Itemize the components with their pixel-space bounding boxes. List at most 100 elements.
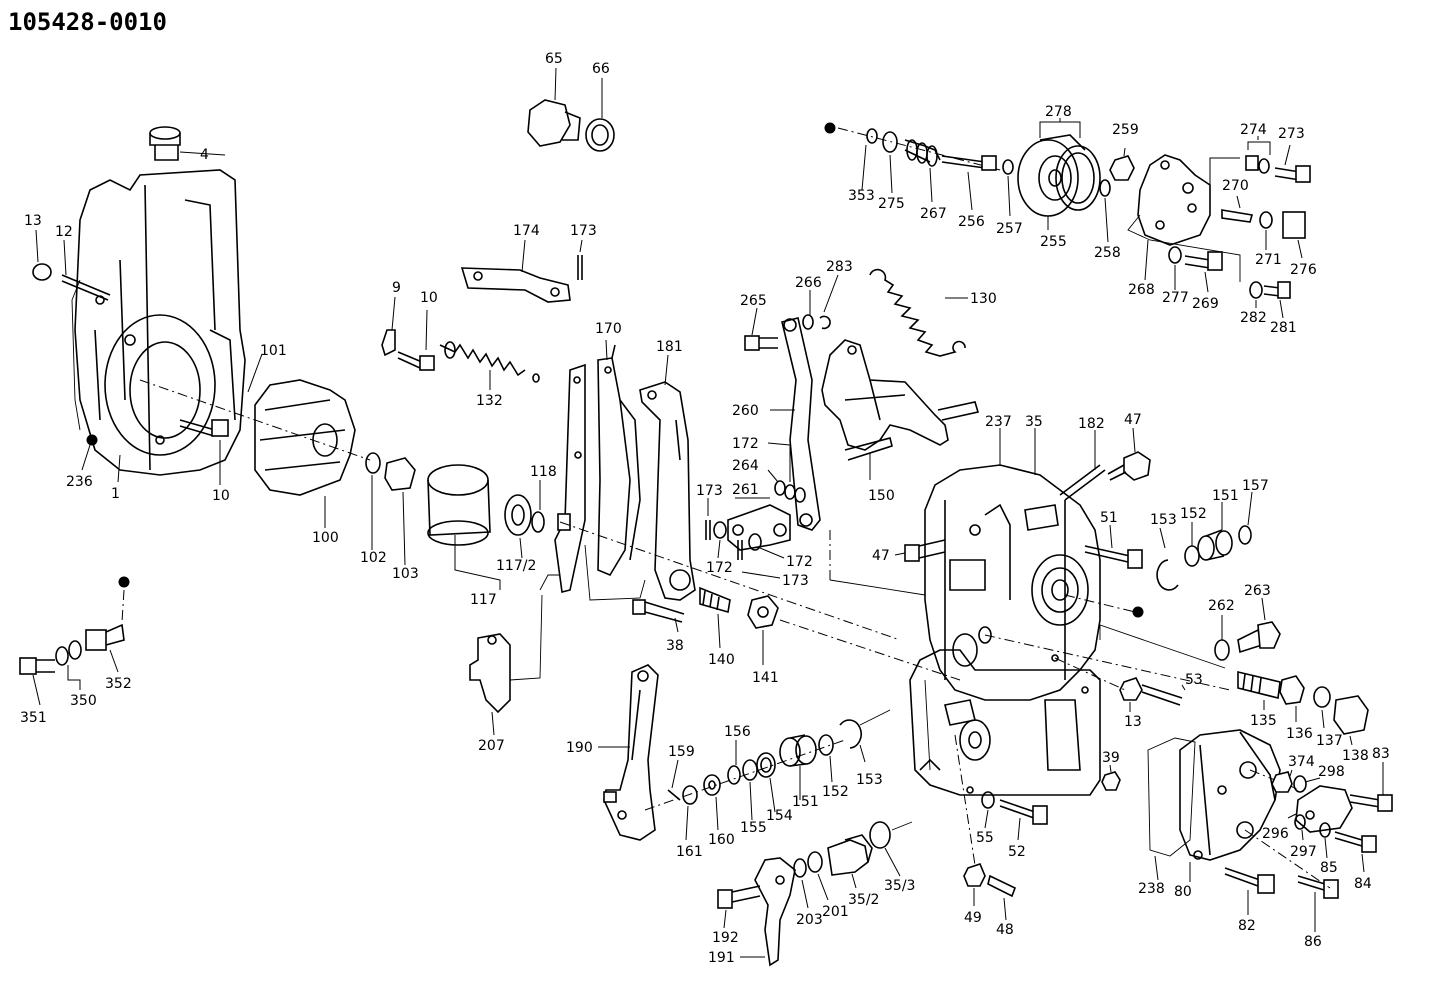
- part-washer-257: [1002, 159, 1014, 217]
- label-271: 271: [1255, 252, 1282, 268]
- label-132: 132: [476, 393, 503, 409]
- label-201: 201: [822, 904, 849, 920]
- part-housing-268: [1137, 154, 1211, 281]
- label-298: 298: [1318, 764, 1345, 780]
- diagram-title: 105428-0010: [8, 8, 167, 36]
- part-bolt-84: [1334, 831, 1377, 873]
- label-191: 191: [708, 950, 735, 966]
- part-bolt-51: [1084, 524, 1143, 569]
- label-269: 269: [1192, 296, 1219, 312]
- label-296: 296: [1262, 826, 1289, 842]
- label-153a: 153: [1150, 512, 1177, 528]
- label-238: 238: [1138, 881, 1165, 897]
- part-washer-266: [802, 290, 814, 330]
- part-ring-152b: [818, 734, 834, 783]
- part-bolt-47b: [894, 539, 946, 562]
- label-260: 260: [732, 403, 759, 419]
- label-13b: 13: [1124, 714, 1142, 730]
- label-273: 273: [1278, 126, 1305, 142]
- label-281: 281: [1270, 320, 1297, 336]
- part-washer-172a: [713, 521, 727, 559]
- label-258: 258: [1094, 245, 1121, 261]
- part-washer-102: [365, 452, 381, 550]
- part-washer-35-3: [869, 821, 901, 877]
- part-washer-264: [767, 469, 796, 500]
- part-gasket-236: [71, 279, 98, 471]
- label-101: 101: [260, 343, 287, 359]
- label-136: 136: [1286, 726, 1313, 742]
- part-body-35-lower: [909, 626, 1101, 796]
- part-lever-181: [639, 354, 696, 601]
- part-spring-267: [904, 139, 941, 203]
- label-181: 181: [656, 339, 683, 355]
- label-13a: 13: [24, 213, 42, 229]
- part-nut-259: [1109, 147, 1135, 181]
- part-washer-271: [1259, 211, 1273, 250]
- label-86: 86: [1304, 934, 1322, 950]
- label-207: 207: [478, 738, 505, 754]
- part-plate-191: [740, 857, 796, 967]
- part-bolt-351: [19, 657, 55, 706]
- label-38: 38: [666, 638, 684, 654]
- label-150: 150: [868, 488, 895, 504]
- part-washer-172c: [767, 442, 806, 503]
- part-washer-203: [793, 858, 809, 909]
- part-bracket-9: [381, 296, 396, 357]
- label-9: 9: [392, 280, 401, 296]
- part-pin-256: [941, 155, 997, 211]
- label-138: 138: [1342, 748, 1369, 764]
- label-1: 1: [111, 486, 120, 502]
- label-10a: 10: [212, 488, 230, 504]
- label-270: 270: [1222, 178, 1249, 194]
- part-washer-282: [1249, 281, 1263, 308]
- label-265: 265: [740, 293, 767, 309]
- label-282: 282: [1240, 310, 1267, 326]
- part-bushing-201: [807, 851, 829, 901]
- label-276: 276: [1290, 262, 1317, 278]
- part-spring-130: [869, 268, 968, 357]
- part-washer-277: [1168, 246, 1182, 290]
- label-190: 190: [566, 740, 593, 756]
- part-bushing-160: [703, 774, 721, 831]
- part-pin-173c: [737, 540, 781, 579]
- part-cover-278: [1017, 118, 1086, 230]
- label-154: 154: [766, 808, 793, 824]
- label-255: 255: [1040, 234, 1067, 250]
- label-100: 100: [312, 530, 339, 546]
- part-gasket-238: [1147, 737, 1196, 881]
- label-140: 140: [708, 652, 735, 668]
- label-160: 160: [708, 832, 735, 848]
- part-washer-262: [1214, 615, 1230, 661]
- label-152b: 152: [822, 784, 849, 800]
- part-nut-136: [1279, 675, 1305, 722]
- label-80: 80: [1174, 884, 1192, 900]
- part-lever-150: [821, 339, 980, 480]
- label-117: 117: [470, 592, 497, 608]
- label-47b: 47: [872, 548, 890, 564]
- part-cap-276: [1282, 211, 1306, 259]
- label-266: 266: [795, 275, 822, 291]
- part-screw-140: [699, 586, 731, 649]
- part-nut-49: [963, 863, 986, 906]
- label-352: 352: [105, 676, 132, 692]
- part-washer-118: [531, 480, 545, 533]
- label-350: 350: [70, 693, 97, 709]
- part-cap-138: [1333, 695, 1369, 746]
- label-351: 351: [20, 710, 47, 726]
- part-body-35-2: [827, 834, 873, 889]
- label-66: 66: [592, 61, 610, 77]
- part-screw-10a: [179, 419, 229, 485]
- part-plug-263: [1237, 597, 1281, 654]
- part-nut-141: [747, 595, 779, 665]
- part-body-237: [924, 428, 1101, 701]
- label-275: 275: [878, 196, 905, 212]
- label-174: 174: [513, 223, 540, 239]
- part-nut-13b: [1119, 677, 1143, 712]
- label-203: 203: [796, 912, 823, 928]
- label-263: 263: [1244, 583, 1271, 599]
- label-256: 256: [958, 214, 985, 230]
- label-102: 102: [360, 550, 387, 566]
- label-84: 84: [1354, 876, 1372, 892]
- label-259: 259: [1112, 122, 1139, 138]
- part-bearing-117-2: [504, 494, 532, 559]
